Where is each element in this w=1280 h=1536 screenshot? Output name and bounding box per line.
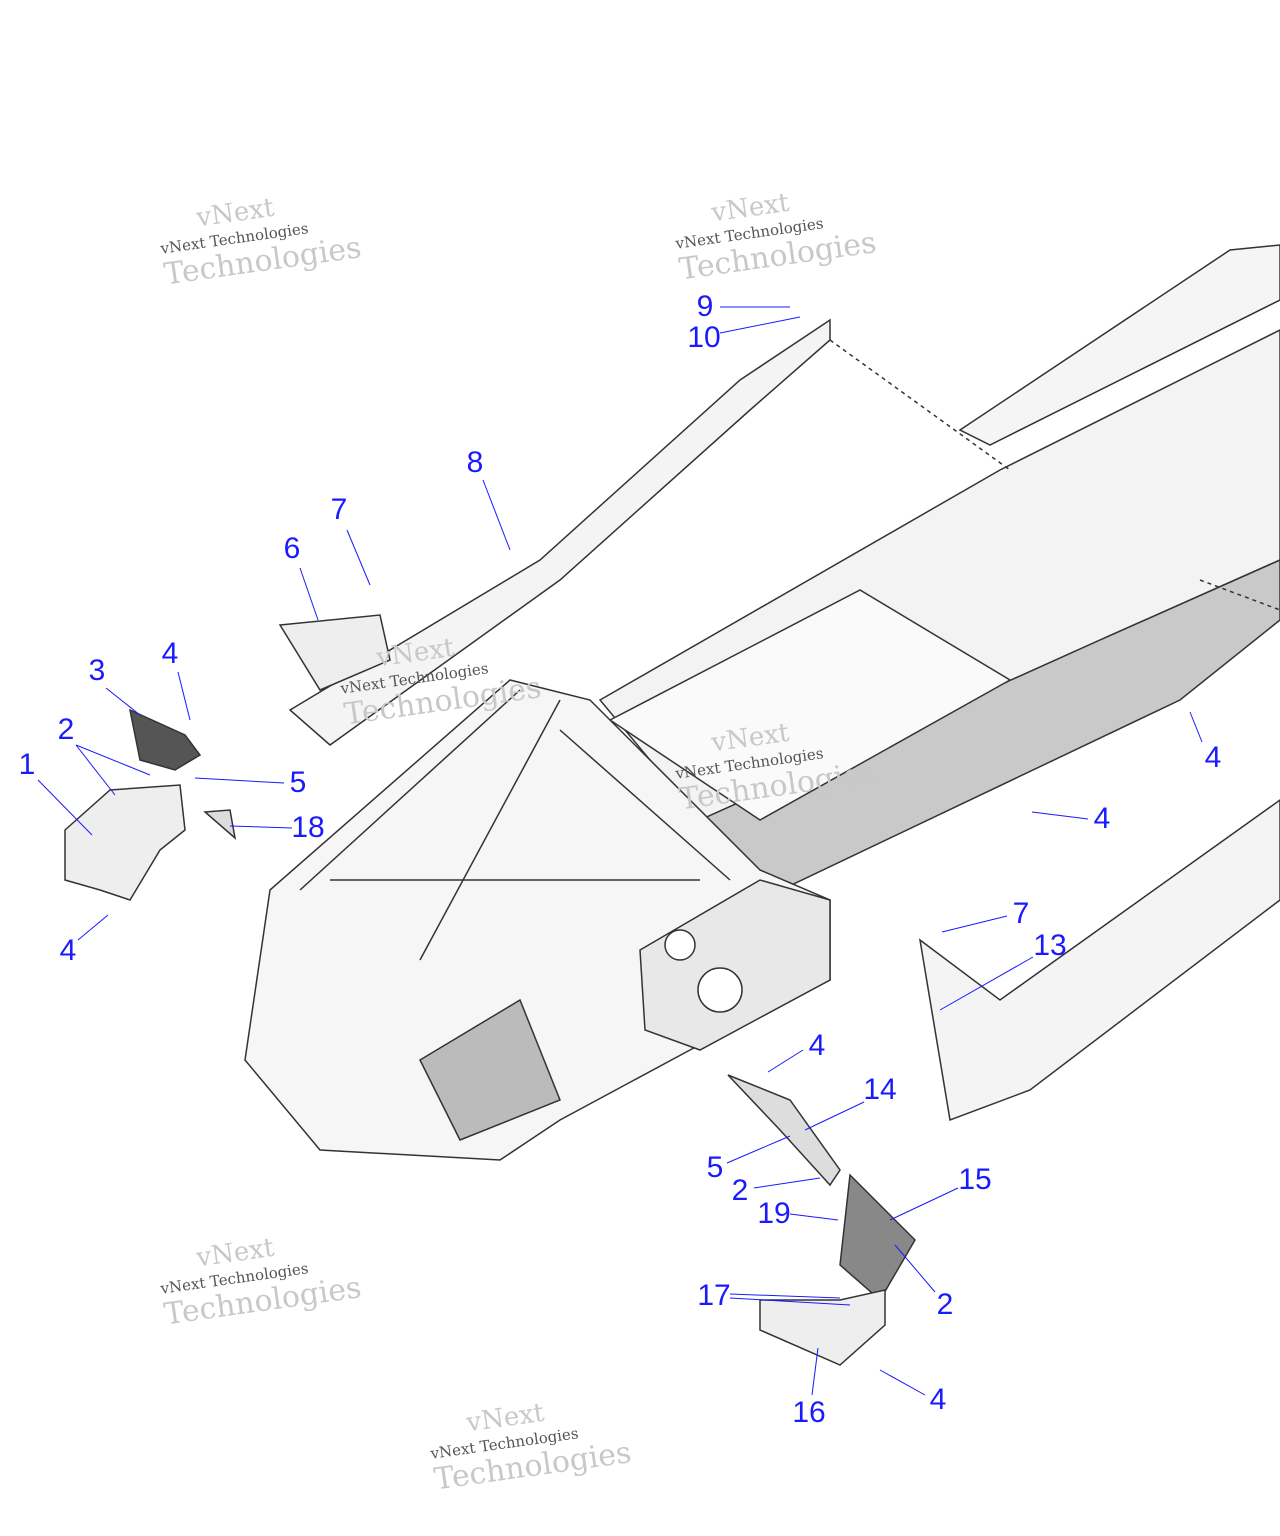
left-footrest-front [278,614,391,691]
panel-14 [727,1074,841,1187]
panel-3 [128,708,202,771]
callout-2[interactable]: 2 [936,1288,954,1321]
floor-plate [608,589,1012,821]
callout-2[interactable]: 2 [731,1174,749,1207]
callout-4[interactable]: 4 [59,934,77,967]
callout-5[interactable]: 5 [706,1151,724,1184]
leader-lines [37,306,1203,1396]
callout-9[interactable]: 9 [696,290,714,323]
callout-17[interactable]: 17 [697,1279,731,1312]
side-plate-hole [664,929,696,961]
callout-13[interactable]: 13 [1033,929,1067,962]
alignment-dashed-line [1199,579,1280,611]
callout-10[interactable]: 10 [687,321,721,354]
callout-4[interactable]: 4 [161,637,179,670]
callout-4[interactable]: 4 [808,1029,826,1062]
callout-2[interactable]: 2 [57,713,75,746]
panel-15 [839,1173,916,1302]
callout-15[interactable]: 15 [958,1163,992,1196]
callout-4[interactable]: 4 [1204,741,1222,774]
callout-6[interactable]: 6 [283,532,301,565]
alignment-dashed-line [829,339,1011,471]
part-18 [203,809,237,840]
panel-16 [759,1289,886,1366]
rear-bumper [958,244,1280,446]
side-plate-hole [697,967,743,1013]
callout-3[interactable]: 3 [88,654,106,687]
callout-5[interactable]: 5 [289,766,307,799]
panel-1 [64,784,186,901]
side-plate [639,879,831,1051]
callout-7[interactable]: 7 [330,493,348,526]
right-footrest [918,799,1280,1122]
front-frame-shadow [419,998,561,1141]
callout-19[interactable]: 19 [757,1197,791,1230]
callout-7[interactable]: 7 [1012,897,1030,930]
callout-16[interactable]: 16 [792,1396,826,1429]
callout-8[interactable]: 8 [466,446,484,479]
callout-14[interactable]: 14 [863,1073,897,1106]
callout-1[interactable]: 1 [18,748,36,781]
callout-18[interactable]: 18 [291,811,325,844]
callout-4[interactable]: 4 [1093,802,1111,835]
callout-4[interactable]: 4 [929,1383,947,1416]
